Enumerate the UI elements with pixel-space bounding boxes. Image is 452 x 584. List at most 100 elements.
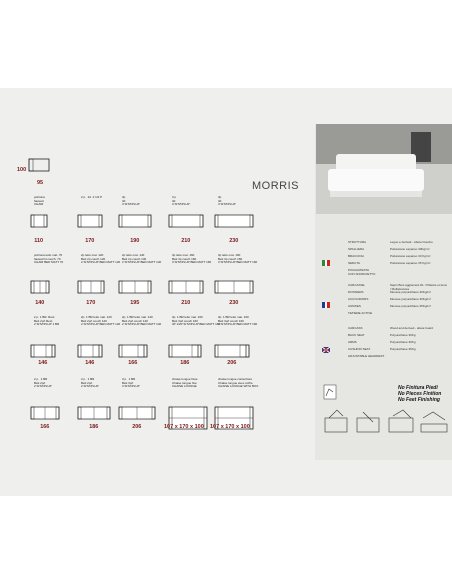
spec-value: Legno e derivati - Abete Douche xyxy=(390,240,433,244)
france-flag-icon xyxy=(322,295,330,308)
armchair-top-view xyxy=(28,157,52,173)
row4-dimension: 107 x 170 x 100 xyxy=(164,424,204,430)
model-title: MORRIS xyxy=(252,180,299,192)
row3-dimension: 146 xyxy=(85,360,95,366)
row1-dimension: 170 xyxy=(85,238,95,244)
row2-label: 2p letto mat. 120 Bett 2p couch 120 2 SI… xyxy=(81,253,121,265)
row4-dimension: 166 xyxy=(40,424,50,430)
row3-sofa-diagram xyxy=(168,344,202,358)
row2-sofa-diagram xyxy=(30,280,50,294)
row4-sofa-diagram xyxy=(168,406,208,430)
row2-label: poltrona letto mat. 70 fauteuil lit couc… xyxy=(34,253,64,265)
spec-key: ASSISES xyxy=(348,304,361,308)
row1-dimension: 110 xyxy=(34,238,44,244)
row3-label: 2p. 1 BR letto mat. 140 Bett 2p/t couch … xyxy=(122,315,162,327)
row2-dimension: 195 xyxy=(130,300,140,306)
row4-dimension: 206 xyxy=(132,424,142,430)
spec-key: CUSHION SEAT xyxy=(348,347,371,351)
row3-sofa-diagram xyxy=(118,344,148,358)
spec-key: SEDUTA xyxy=(348,261,360,265)
finish-en: No Feet Finishing xyxy=(398,397,440,403)
row3-label: 3p. 1 BR letto mat. 160 Bett 3p/t couch … xyxy=(218,315,258,327)
row1-sofa-diagram xyxy=(30,214,48,228)
spec-value: Mousse polyuréthane 30Kg/m³ xyxy=(390,290,431,294)
row3-sofa-diagram xyxy=(30,344,56,358)
row1-label: 3p 3d 3 SITZ/PLUP xyxy=(122,195,140,207)
row3-sofa-diagram xyxy=(214,344,250,358)
spec-key: POGGIATESTA CON SNODO/ETTO xyxy=(348,268,376,276)
row4-dimension: 107 x 170 x 100 xyxy=(210,424,250,430)
spec-key: CARCASSE xyxy=(348,283,365,287)
spec-value: Polyurethane 30Kg xyxy=(390,333,416,337)
mechanism-diagrams xyxy=(323,408,449,438)
row4-label: 2 p. 1 BR Bett 2p/t 2 SITZ/PLUP xyxy=(34,377,52,389)
row3-label: 3p. 1 BR letto mat. 160 Bett 3p/t couch … xyxy=(172,315,221,327)
row3-sofa-diagram xyxy=(77,344,103,358)
row4-sofa-diagram xyxy=(30,406,60,420)
row4-label: 2 p. 1 BR Bett 2p/t 2 SITZ/PLUP xyxy=(81,377,99,389)
row4-label: 3 p. 1 BR Bett 3p/t 3 SITZ/PLUP xyxy=(122,377,140,389)
row2-dimension: 210 xyxy=(181,300,191,306)
finish-fr: No Pieces Finition xyxy=(398,391,442,397)
row2-dimension: 230 xyxy=(229,300,239,306)
sofa-photo xyxy=(316,124,452,214)
row3-dimension: 186 xyxy=(180,360,190,366)
row1-sofa-diagram xyxy=(77,214,103,228)
spec-value: Poliuretano espanso 35 Kg/m³ xyxy=(390,261,431,265)
row3-dimension: 166 xyxy=(128,360,138,366)
spec-key: BACK SEAT xyxy=(348,333,365,337)
row2-label: 2p letto mat. 140 Bett 2p couch 140 2 SI… xyxy=(122,253,162,265)
row4-sofa-diagram xyxy=(118,406,156,420)
row1-sofa-diagram xyxy=(118,214,152,228)
row1-dimension: 230 xyxy=(229,238,239,244)
spec-value: Poliuretano espanso 30Kg/m³ xyxy=(390,247,430,251)
row1-dimension: 210 xyxy=(181,238,191,244)
spec-key: ARMS xyxy=(348,340,357,344)
row2-label: 3p letto mat. 160 Bett 3p couch 160 3 SI… xyxy=(172,253,212,265)
spec-value: Sapin Bois aggloméré DL / Pilastre et ti… xyxy=(390,283,447,291)
row4-label: chaise longue fisse Chaise longue fixe C… xyxy=(172,377,198,389)
row1-sofa-diagram xyxy=(168,214,204,228)
spec-value: Wood and derived - abete board xyxy=(390,326,433,330)
row3-dimension: 206 xyxy=(227,360,237,366)
finish-it: No Finitura Piedi xyxy=(398,385,438,391)
row3-dimension: 146 xyxy=(38,360,48,366)
row2-sofa-diagram xyxy=(214,280,254,294)
headrest-diagram xyxy=(323,384,337,400)
spec-value: Poliuretano espanso 30 Kg/m³ xyxy=(390,254,431,258)
row2-label: 3p letto mat. 160 Bett 3p couch 160 3 SI… xyxy=(218,253,258,265)
spec-key: ADJUSTABLE HEADREST xyxy=(348,354,385,358)
row1-label: 3 p 3d 3 SITZ/PLUP xyxy=(172,195,190,207)
spec-value: Mousse polyuréthane 35Kg/m³ xyxy=(390,304,431,308)
italy-flag-icon xyxy=(322,253,330,266)
spec-key: ACCOUDOIRS xyxy=(348,297,369,301)
row2-sofa-diagram xyxy=(77,280,105,294)
spec-key: STRUTTURA xyxy=(348,240,367,244)
spec-value: Mousse polyuréthane 30Kg/m³ xyxy=(390,297,431,301)
row2-sofa-diagram xyxy=(118,280,152,294)
row2-sofa-diagram xyxy=(168,280,204,294)
row1-label: 3p 3d 3 SITZ/PLUP xyxy=(218,195,236,207)
row4-sofa-diagram xyxy=(214,406,254,430)
spec-key: CARCASS xyxy=(348,326,363,330)
spec-key: DOSSIERS xyxy=(348,290,364,294)
row3-label: 2p. 1 BR letto mat. 120 Bett 2p/t couch … xyxy=(81,315,121,327)
row1-label: 2 p. 2d 2 1/2 P xyxy=(81,195,103,199)
row4-label: chaise longue contenitore Chaise longue … xyxy=(218,377,259,389)
row2-dimension: 140 xyxy=(35,300,45,306)
row3-label: 2 p. 1 BR. Rect. Bett 2p/t Rect. 2 SITZ/… xyxy=(34,315,60,327)
spec-key: BRACCIOLI xyxy=(348,254,365,258)
uk-flag-icon xyxy=(321,340,331,354)
row4-sofa-diagram xyxy=(77,406,111,420)
row4-dimension: 186 xyxy=(89,424,99,430)
armchair-width: 95 xyxy=(37,180,44,186)
spec-value: Polyurethane 35Kg xyxy=(390,347,416,351)
spec-key: TETIERE ACTIVE xyxy=(348,311,373,315)
row2-dimension: 170 xyxy=(86,300,96,306)
spec-value: Polyurethane 30Kg xyxy=(390,340,416,344)
row1-label: poltrona fauteuil CHAIR xyxy=(34,195,45,207)
spec-key: SPALLIERA xyxy=(348,247,365,251)
row1-dimension: 190 xyxy=(130,238,140,244)
armchair-height: 100 xyxy=(17,167,27,173)
row1-sofa-diagram xyxy=(214,214,254,228)
